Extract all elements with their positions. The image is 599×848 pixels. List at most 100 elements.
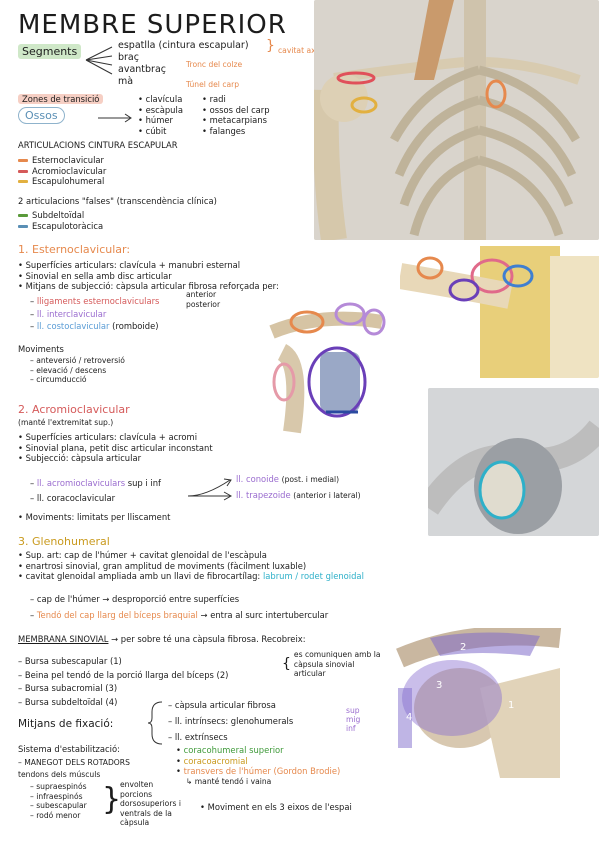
sec1-heading: 1. Esternoclavicular: bbox=[18, 243, 131, 256]
bursa-item: – Bursa subescapular (1) bbox=[18, 656, 122, 666]
ossos-col1: • clavícula • escàpula • húmer • cúbit bbox=[138, 94, 183, 136]
ligament-item: – lligaments esternoclaviculars bbox=[30, 296, 160, 306]
sec1-line: • Mitjans de subjecció: càpsula articula… bbox=[18, 281, 279, 291]
bursa-label-1: 1 bbox=[508, 700, 514, 711]
membrana-heading: MEMBRANA SINOVIAL → per sobre té una càp… bbox=[18, 634, 306, 644]
ossos-arrow bbox=[98, 113, 132, 123]
os-item: • metacarpians bbox=[202, 115, 267, 125]
falses-heading: 2 articulacions "falses" (transcendència… bbox=[18, 196, 217, 206]
os-item: • radi bbox=[202, 94, 226, 104]
moviment-item: – elevació / descens bbox=[30, 365, 107, 375]
muscle-item: – infraespinós bbox=[30, 791, 83, 801]
ext-ligament: • coracoacromial bbox=[176, 755, 248, 766]
sec3-line: • enartrosi sinovial, gran amplitud de m… bbox=[18, 560, 307, 571]
articulacio-item: Acromioclavicular bbox=[18, 166, 106, 177]
estab-heading: Sistema d'estabilització: bbox=[18, 744, 120, 754]
fixacio-label: Mitjans de fixació: bbox=[18, 718, 114, 730]
bursa-item: – Beina pel tendó de la porció llarga de… bbox=[18, 669, 229, 680]
estab-tendons: tendons dels músculs bbox=[18, 770, 101, 779]
fixacio-capsula: – càpsula articular fibrosa bbox=[168, 700, 276, 710]
sec2-line: • Sinovial plana, petit disc articular i… bbox=[18, 442, 213, 453]
bursa-label-3: 3 bbox=[436, 680, 442, 691]
muscle-item: – supraespinós bbox=[30, 782, 87, 791]
estab-sub: – MANEGOT DELS ROTADORS bbox=[18, 758, 130, 767]
segments-brace-right: cavitat axilar bbox=[278, 46, 328, 55]
os-item: • cúbit bbox=[138, 125, 167, 136]
articulacio-item: Escapulohumeral bbox=[18, 176, 106, 187]
articulacions-list: Esternoclavicular Acromioclavicular Esca… bbox=[18, 155, 106, 187]
sec1-ligaments: – lligaments esternoclaviculars – ll. in… bbox=[30, 296, 159, 332]
glenoid-cavity-image bbox=[428, 388, 599, 536]
estab-brace: } bbox=[102, 782, 122, 817]
fixacio-intr-parts: sup mig inf bbox=[346, 706, 361, 733]
sec3-line: • cavitat glenoidal ampliada amb un llav… bbox=[18, 571, 364, 581]
segments-list: espatlla (cintura escapular) braç avantb… bbox=[118, 40, 249, 88]
fixacio-brace bbox=[147, 701, 163, 745]
skeleton-drawing bbox=[314, 0, 599, 240]
sec2-line: • Superfícies articulars: clavícula + ac… bbox=[18, 432, 198, 442]
sec1-moviments: – anteversió / retroversió – elevació / … bbox=[30, 356, 125, 385]
estab-moviment: • Moviment en els 3 eixos de l'espai bbox=[200, 802, 352, 812]
ext-ligament: • coracohumeral superior bbox=[176, 745, 284, 755]
ext-ligament: • transvers de l'húmer (Gordon Brodie) bbox=[176, 766, 341, 776]
membrana-note: { es comuniquen amb la càpsula sinovial … bbox=[282, 650, 381, 678]
closeup-drawing bbox=[400, 246, 599, 378]
ext-ligament: ↳ manté tendó i vaina bbox=[186, 776, 272, 786]
os-item: • húmer bbox=[138, 115, 173, 125]
sec1-liga1-sides: anterior posterior bbox=[186, 290, 221, 309]
fixacio-ext-list: • coracohumeral superior • coracoacromia… bbox=[176, 745, 340, 786]
sec3-cap: – cap de l'húmer → desproporció entre su… bbox=[30, 594, 240, 604]
sec2-lines: • Superfícies articulars: clavícula + ac… bbox=[18, 432, 213, 464]
bursa-item: – Bursa subacromial (3) bbox=[18, 683, 118, 693]
articulacions-heading: ARTICULACIONS CINTURA ESCAPULAR bbox=[18, 140, 178, 150]
bursa-label-4: 4 bbox=[406, 712, 412, 723]
sec2-conoide: ll. conoide (post. i medial) bbox=[236, 474, 340, 484]
sec2-ligaments: – ll. acromioclaviculars sup i inf – ll.… bbox=[30, 478, 161, 503]
ligament-item: – ll. coracoclavicular bbox=[30, 492, 116, 503]
falses-list: Subdeltoïdal Escapulotoràcica bbox=[18, 210, 103, 231]
sternoclavicular-closeup-image bbox=[400, 246, 599, 378]
estab-muscles: – supraespinós – infraespinós – subescap… bbox=[30, 782, 87, 820]
sec1-moviments-label: Moviments bbox=[18, 344, 64, 354]
estab-envolten: envolten porcions dorsosuperiors i ventr… bbox=[120, 780, 181, 827]
muscle-item: – subescapular bbox=[30, 801, 87, 810]
ossos-col2: • radi • ossos del carp • metacarpians •… bbox=[202, 94, 270, 136]
moviment-item: – anteversió / retroversió bbox=[30, 356, 125, 365]
bursae-drawing: 2 3 4 1 bbox=[390, 628, 570, 778]
page-title: MEMBRE SUPERIOR bbox=[18, 10, 287, 40]
shoulder-bursae-image: 2 3 4 1 bbox=[390, 628, 570, 778]
sec2-trapezoide: ll. trapezoide (anterior i lateral) bbox=[236, 490, 361, 500]
ossos-label-wrap: Ossos bbox=[18, 107, 65, 124]
ligament-item: – ll. costoclavicular (romboide) bbox=[30, 321, 159, 331]
fixacio-intrinsecs: – ll. intrínsecs: glenohumerals bbox=[168, 716, 294, 726]
ossos-label: Ossos bbox=[18, 107, 65, 124]
fixacio-extrinsecs: – ll. extrínsecs bbox=[168, 732, 228, 742]
bursa-label-2: 2 bbox=[460, 642, 466, 653]
ligament-item: – ll. interclavicular bbox=[30, 308, 107, 319]
muscle-item: – rodó menor bbox=[30, 810, 81, 820]
sternoclavicular-ligaments-image bbox=[262, 292, 410, 438]
sec1-line: • Sinovial en sella amb disc articular bbox=[18, 270, 172, 281]
sec3-tendo: – Tendó del cap llarg del bíceps braquia… bbox=[30, 610, 329, 620]
segments-curly: } bbox=[266, 38, 275, 54]
sec2-arrows bbox=[187, 478, 233, 501]
segments-label: Segments bbox=[18, 44, 82, 59]
segments-brace-lines bbox=[85, 46, 113, 75]
sec3-lines: • Sup. art: cap de l'húmer + cavitat gle… bbox=[18, 550, 364, 582]
segments-brace-2: Túnel del carp bbox=[186, 80, 240, 89]
sternoclavicular-drawing bbox=[269, 302, 386, 434]
segment-item: espatlla (cintura escapular) bbox=[118, 40, 249, 51]
falsa-item: Escapulotoràcica bbox=[18, 221, 103, 232]
segment-item: avantbraç bbox=[118, 64, 166, 75]
segment-item: braç bbox=[118, 52, 139, 63]
glenoid-drawing bbox=[428, 388, 599, 536]
os-item: • falanges bbox=[202, 125, 246, 136]
skeleton-shoulder-image bbox=[314, 0, 599, 240]
os-item: • clavícula bbox=[138, 94, 183, 104]
sec1-lines: • Superfícies articulars: clavícula + ma… bbox=[18, 260, 279, 292]
ligament-item: – ll. acromioclaviculars sup i inf bbox=[30, 478, 161, 488]
segments-block: Segments bbox=[18, 44, 82, 59]
sec2-line: • Subjecció: càpsula articular bbox=[18, 453, 142, 463]
membrana-items: – Bursa subescapular (1) – Beina pel ten… bbox=[18, 656, 228, 707]
bursa-item: – Bursa subdeltoïdal (4) bbox=[18, 696, 118, 707]
